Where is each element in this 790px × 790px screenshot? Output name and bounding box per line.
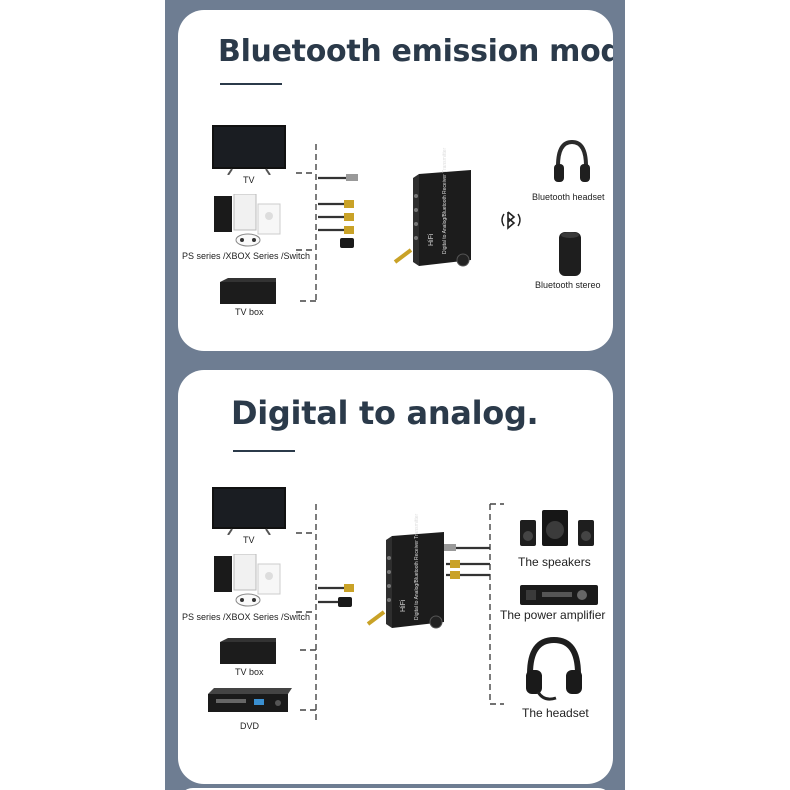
output-label-bt-stereo: Bluetooth stereo — [535, 280, 601, 290]
tv-box-icon — [220, 638, 276, 666]
tv-icon — [212, 125, 286, 176]
device-icon — [366, 532, 446, 632]
speaker-icon — [559, 230, 581, 276]
output-label-amplifier: The power amplifier — [500, 608, 606, 622]
title-underline — [233, 450, 295, 452]
source-label-tv: TV — [243, 535, 255, 545]
output-label-speakers: The speakers — [518, 555, 591, 569]
connection-cables — [296, 144, 358, 302]
source-label-tv-box: TV box — [235, 667, 264, 677]
dvd-icon — [208, 688, 292, 712]
source-label-tv: TV — [243, 175, 255, 185]
panel-digital-to-analog: Digital to analog. TV PS series /XBOX Se… — [178, 370, 613, 784]
device-model: Digital to Analog/Bluetooth Receiver Tra… — [442, 147, 448, 254]
source-label-tv-box: TV box — [235, 307, 264, 317]
headphones-icon — [552, 138, 592, 188]
source-label-console: PS series /XBOX Series /Switch — [182, 612, 311, 622]
headset-icon — [522, 636, 586, 704]
console-icon — [214, 553, 282, 608]
console-icon — [214, 193, 282, 248]
device-icon — [393, 170, 473, 270]
next-panel-edge — [178, 788, 613, 790]
device-brand: HiFi — [400, 599, 407, 612]
connection-cables — [296, 503, 504, 720]
bluetooth-icon — [496, 206, 526, 234]
output-label-bt-headset: Bluetooth headset — [532, 192, 605, 202]
tv-icon — [212, 487, 286, 536]
panel-title: Bluetooth emission mode. — [218, 34, 613, 69]
title-underline — [220, 83, 282, 85]
device-model: Digital to Analog/Bluetooth Receiver Tra… — [414, 513, 420, 620]
speakers-icon — [516, 508, 600, 546]
amplifier-icon — [520, 583, 598, 607]
panel-title: Digital to analog. — [231, 394, 539, 432]
source-label-dvd: DVD — [240, 721, 260, 731]
device-brand: HiFi — [428, 233, 435, 246]
tv-box-icon — [220, 278, 276, 306]
output-label-headset: The headset — [522, 706, 589, 720]
panel-bluetooth-emission: Bluetooth emission mode. TV PS series /X… — [178, 10, 613, 351]
source-label-console: PS series /XBOX Series /Switch — [182, 251, 311, 261]
